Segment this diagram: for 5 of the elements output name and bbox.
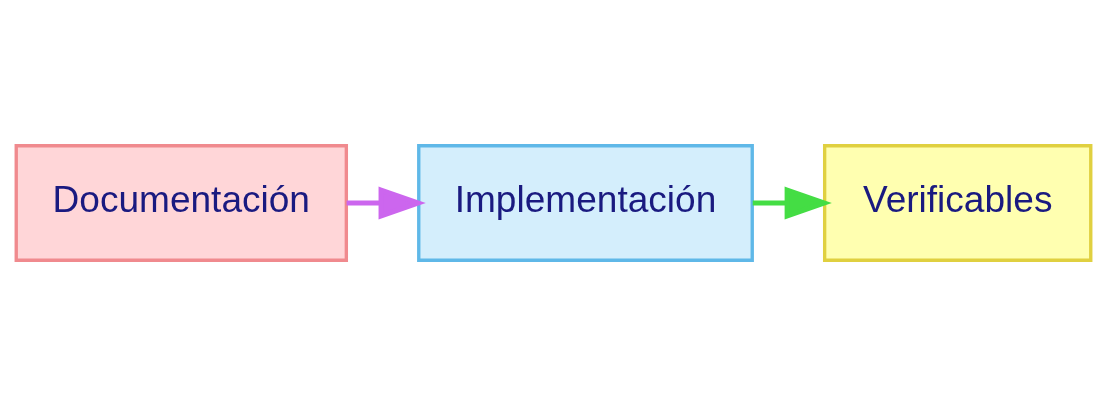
node-box: Implementación	[417, 144, 754, 262]
arrow	[346, 186, 426, 220]
node-box: Documentación	[14, 144, 349, 262]
node-box: Verificables	[822, 144, 1093, 262]
arrow	[752, 186, 832, 220]
